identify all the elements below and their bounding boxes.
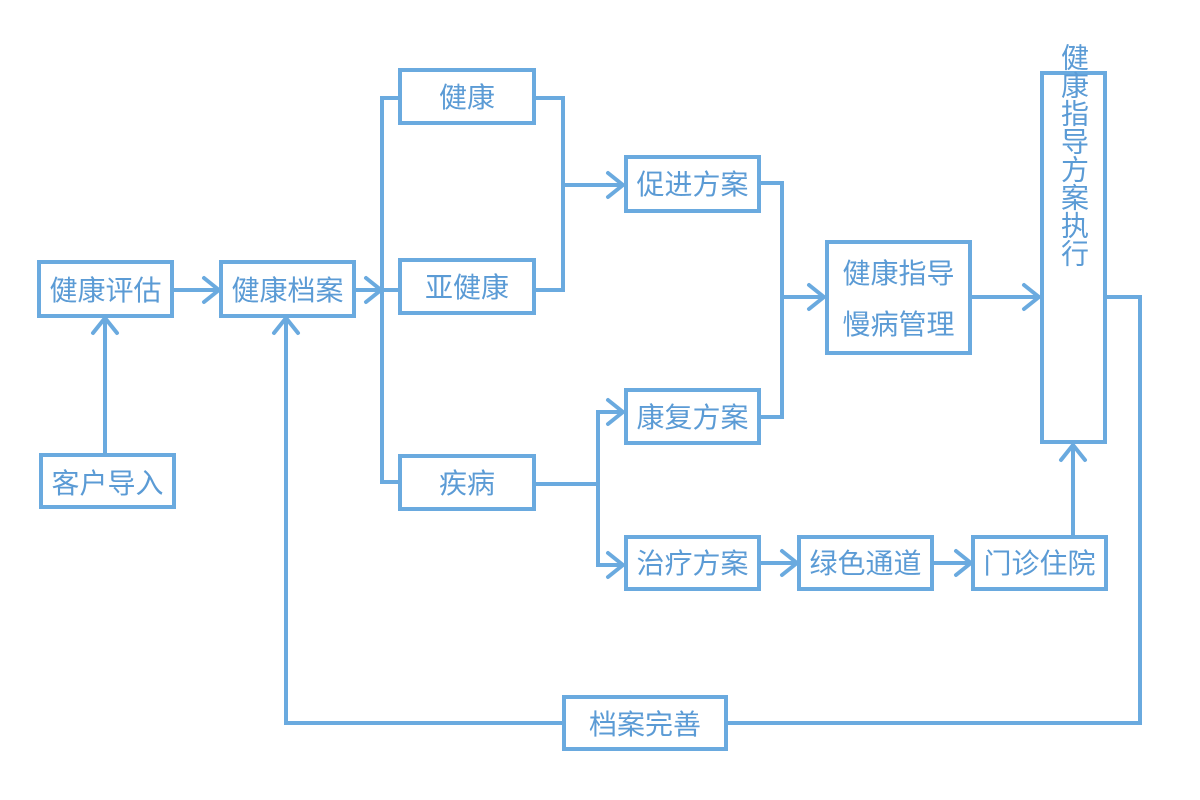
edge-execution-feedback <box>726 295 1142 725</box>
node-label: 健康 <box>439 81 495 114</box>
node-healthy: 健康 <box>398 68 536 125</box>
node-promotion-plan: 促进方案 <box>624 155 761 213</box>
node-customer-import: 客户导入 <box>39 453 176 509</box>
node-label: 促进方案 <box>636 168 748 201</box>
node-label: 健康档案 <box>231 274 343 307</box>
node-treatment-plan: 治疗方案 <box>624 535 761 591</box>
edge-healthy-merge <box>534 96 565 292</box>
edge-improvement-to-record <box>284 320 564 725</box>
node-health-record: 健康档案 <box>219 260 356 318</box>
node-label-line1: 健康指导 <box>842 257 954 290</box>
node-label: 门诊住院 <box>983 547 1095 580</box>
node-sub-healthy: 亚健康 <box>398 258 536 315</box>
node-label: 治疗方案 <box>636 547 748 580</box>
node-label: 健康评估 <box>49 274 161 307</box>
node-outpatient-inpatient: 门诊住院 <box>971 535 1108 591</box>
node-record-improvement: 档案完善 <box>562 695 728 751</box>
node-label: 康复方案 <box>636 401 748 434</box>
node-guidance-management: 健康指导 慢病管理 <box>825 240 972 355</box>
arrow-head <box>606 398 625 426</box>
node-label-line2: 慢病管理 <box>842 308 954 341</box>
node-label: 亚健康 <box>425 271 509 304</box>
arrow-head <box>606 551 625 579</box>
edge-disease-split <box>596 410 622 567</box>
node-label: 绿色通道 <box>809 547 921 580</box>
edge-plans-merge <box>759 181 784 419</box>
node-disease: 疾病 <box>398 454 536 511</box>
node-rehab-plan: 康复方案 <box>624 388 761 445</box>
connectors <box>91 96 1142 725</box>
arrow-head <box>1022 283 1041 311</box>
arrow-head <box>1059 443 1087 462</box>
node-execution: 健康指导方案执行 <box>1040 43 1107 444</box>
node-green-channel: 绿色通道 <box>797 535 934 591</box>
node-health-assessment: 健康评估 <box>37 260 174 318</box>
node-label: 客户导入 <box>51 467 163 500</box>
arrow-head <box>606 171 625 199</box>
node-label-vertical: 健康指导方案执行 <box>1057 43 1090 267</box>
arrow-head <box>807 283 826 311</box>
node-label: 疾病 <box>439 467 495 500</box>
node-label: 档案完善 <box>589 708 701 741</box>
